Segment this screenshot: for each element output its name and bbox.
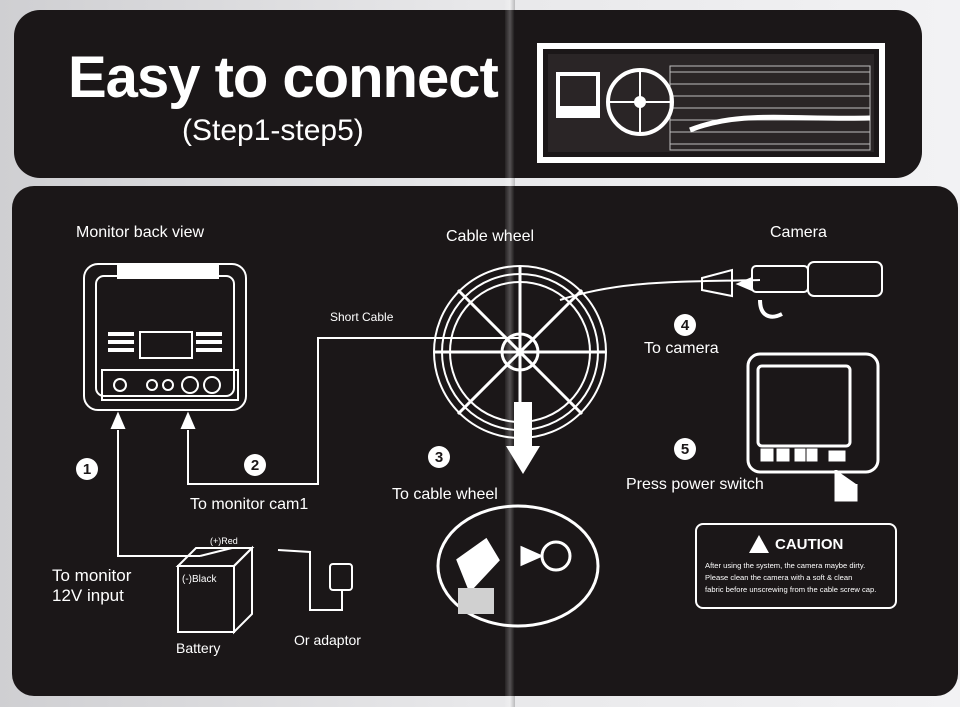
to-monitor-label-line2: 12V input: [52, 586, 124, 605]
adaptor-illustration: [277, 549, 353, 611]
caution-line-3: fabric before unscrewing from the cable …: [705, 585, 877, 594]
battery-illustration: [175, 545, 255, 635]
cable-wheel-label: Cable wheel: [446, 228, 535, 245]
monitor-cables-illustration: [110, 337, 520, 557]
caution-line-2: Please clean the camera with a soft & cl…: [705, 573, 853, 582]
caution-title-row: CAUTION: [749, 535, 843, 553]
step-5-badge: 5: [674, 438, 696, 460]
plus-red-label: (+)Red: [210, 536, 238, 546]
page-subtitle: (Step1-step5): [182, 114, 364, 147]
page-title: Easy to connect: [68, 45, 499, 110]
or-adaptor-label: Or adaptor: [294, 632, 361, 648]
step-1-badge: 1: [76, 458, 98, 480]
monitor-back-view-label: Monitor back view: [76, 224, 205, 241]
header-scene-illustration: [537, 43, 885, 163]
minus-black-label: (-)Black: [182, 574, 217, 585]
down-arrow-illustration: [506, 402, 540, 474]
caution-line-1: After using the system, the camera maybe…: [705, 561, 866, 570]
caution-box: CAUTION After using the system, the came…: [695, 523, 897, 609]
monitor-front-illustration: [746, 352, 880, 502]
warning-triangle-icon: [749, 535, 769, 553]
connector-detail-illustration: [436, 504, 600, 628]
short-cable-label: Short Cable: [330, 310, 394, 324]
step-4-badge: 4: [674, 314, 696, 336]
to-monitor-cam1-label: To monitor cam1: [190, 496, 309, 513]
monitor-vents-illustration: [108, 332, 222, 352]
to-camera-label: To camera: [644, 340, 719, 357]
battery-label: Battery: [176, 640, 221, 656]
camera-label: Camera: [770, 224, 827, 241]
caution-title: CAUTION: [775, 535, 844, 553]
step-3-badge: 3: [428, 446, 450, 468]
press-power-switch-label: Press power switch: [626, 476, 764, 493]
to-monitor-label-line1: To monitor: [52, 566, 132, 585]
camera-illustration: [701, 261, 883, 319]
to-cable-wheel-label: To cable wheel: [392, 486, 498, 503]
monitor-back-illustration: [83, 263, 247, 411]
step-2-badge: 2: [244, 454, 266, 476]
